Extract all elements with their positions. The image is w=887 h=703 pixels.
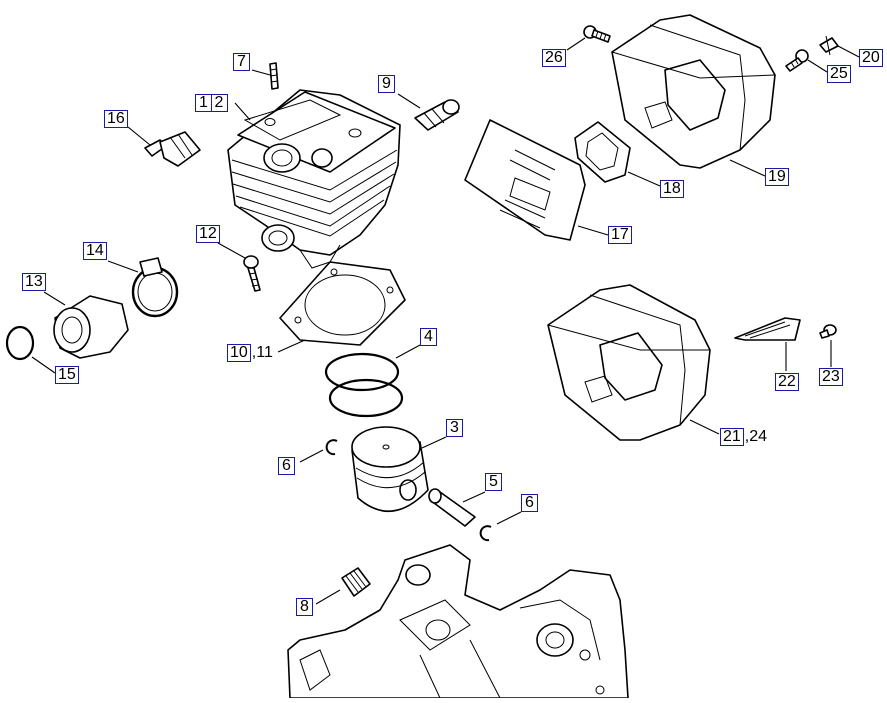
screw-muffler-part — [583, 25, 611, 43]
callout-extra-part[interactable]: 24 — [749, 428, 768, 445]
callout-23[interactable]: 23 — [819, 367, 843, 386]
callout-box[interactable]: 4 — [420, 327, 437, 346]
callout-separator: , — [251, 344, 257, 361]
callout-15[interactable]: 15 — [55, 365, 79, 384]
callout-13[interactable]: 13 — [22, 272, 46, 291]
callout-box[interactable]: 17 — [608, 225, 632, 244]
cylinder-part — [227, 89, 401, 269]
callout-5[interactable]: 5 — [485, 472, 502, 491]
callout-20[interactable]: 20 — [859, 48, 883, 67]
leader-lines — [31, 37, 860, 605]
callout-box[interactable]: 26 — [542, 48, 566, 67]
callout-19[interactable]: 19 — [765, 167, 789, 186]
piston-rings-part — [324, 352, 404, 418]
callout-box[interactable]: 7 — [233, 52, 250, 71]
cylinder-gasket-part — [279, 261, 406, 346]
callout-12[interactable]: 12 — [196, 224, 220, 243]
hose-clamp-part — [131, 257, 179, 318]
callout-box[interactable]: 6 — [278, 456, 295, 475]
callout-21-24[interactable]: 21,24 — [720, 427, 767, 446]
callout-box[interactable]: 2 — [210, 93, 228, 112]
piston-part — [351, 426, 429, 512]
callout-25[interactable]: 25 — [827, 64, 851, 83]
callout-9[interactable]: 9 — [378, 74, 395, 93]
callout-17[interactable]: 17 — [608, 225, 632, 244]
needle-cage-part — [341, 567, 371, 597]
muffler-gasket-part — [574, 121, 631, 183]
baffle-plate-part — [464, 119, 586, 241]
screw-cover-part — [785, 49, 809, 72]
ring-part — [5, 325, 35, 361]
callout-extra-part[interactable]: 11 — [256, 344, 273, 361]
callout-8[interactable]: 8 — [296, 597, 313, 616]
callout-box[interactable]: 23 — [819, 367, 843, 386]
crankcase-part — [287, 544, 629, 699]
callout-box[interactable]: 14 — [83, 241, 107, 260]
callout-box[interactable]: 16 — [104, 109, 128, 128]
callout-box[interactable]: 1 — [195, 93, 212, 112]
callout-22[interactable]: 22 — [775, 372, 799, 391]
callout-6-right[interactable]: 6 — [521, 493, 538, 512]
circlip-right-part — [479, 525, 492, 542]
callout-16[interactable]: 16 — [104, 109, 128, 128]
callout-box[interactable]: 25 — [827, 64, 851, 83]
bolt-part — [819, 35, 839, 56]
spark-arrestor-part — [734, 317, 801, 341]
callout-26[interactable]: 26 — [542, 48, 566, 67]
callout-box[interactable]: 3 — [446, 418, 463, 437]
spark-plug-part — [144, 131, 201, 167]
callout-4[interactable]: 4 — [420, 327, 437, 346]
screw-small-part — [819, 324, 837, 339]
callout-box[interactable]: 19 — [765, 167, 789, 186]
callout-box[interactable]: 20 — [859, 48, 883, 67]
decompression-valve-part — [414, 99, 460, 131]
callout-separator: , — [744, 428, 750, 445]
callout-box[interactable]: 9 — [378, 74, 395, 93]
callout-box[interactable]: 18 — [660, 179, 684, 198]
intake-manifold-part — [53, 295, 129, 359]
callout-3[interactable]: 3 — [446, 418, 463, 437]
callout-box[interactable]: 8 — [296, 597, 313, 616]
muffler-lower-part — [547, 284, 711, 441]
callout-10-11[interactable]: 10,11 — [227, 343, 273, 362]
callout-box[interactable]: 22 — [775, 372, 799, 391]
callout-18[interactable]: 18 — [660, 179, 684, 198]
muffler-upper-part — [611, 14, 776, 169]
callout-7[interactable]: 7 — [233, 52, 250, 71]
circlip-left-part — [325, 439, 338, 456]
callout-box[interactable]: 13 — [22, 272, 46, 291]
callout-box[interactable]: 10 — [227, 343, 251, 362]
callout-14[interactable]: 14 — [83, 241, 107, 260]
callout-box[interactable]: 12 — [196, 224, 220, 243]
callout-box[interactable]: 21 — [720, 427, 744, 446]
callout-box[interactable]: 5 — [485, 472, 502, 491]
piston-pin-part — [428, 488, 476, 527]
callout-box[interactable]: 15 — [55, 365, 79, 384]
callout-box[interactable]: 6 — [521, 493, 538, 512]
screw-part — [243, 255, 261, 292]
callout-6-left[interactable]: 6 — [278, 456, 295, 475]
